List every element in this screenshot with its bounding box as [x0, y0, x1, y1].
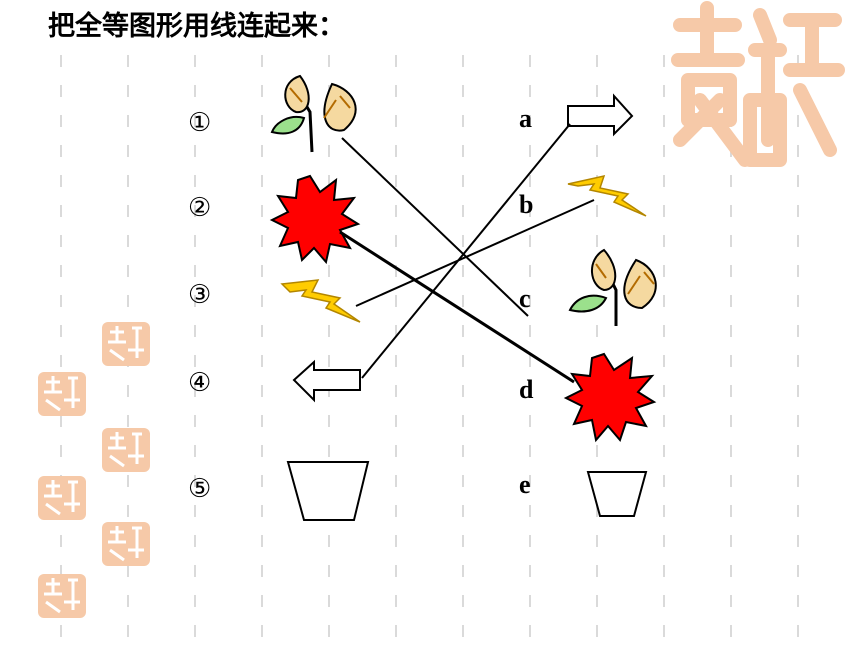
- connection-line-3-b: [355, 199, 595, 307]
- left-label-5: ⑤: [188, 474, 212, 504]
- left-arrow-icon: [292, 359, 361, 403]
- leaf-icon-left: [270, 74, 357, 153]
- right-label-c: c: [519, 284, 531, 313]
- left-label-1: ①: [188, 108, 212, 138]
- left-label-4: ④: [188, 368, 212, 398]
- left-label-2: ②: [188, 193, 212, 223]
- seal-icon-6: [38, 574, 86, 618]
- right-label-b: b: [519, 190, 534, 219]
- connection-line-1-c: [341, 137, 529, 317]
- right-label-e: e: [519, 470, 531, 499]
- trapezoid-cup-icon-right: [586, 471, 648, 517]
- seal-icon-1: [102, 322, 150, 366]
- seal-icon-4: [38, 476, 86, 520]
- connection-line-4-a: [361, 123, 571, 379]
- lightning-icon-left: [280, 279, 361, 323]
- right-label-a: a: [519, 104, 532, 133]
- seal-watermark-large: [671, 1, 845, 167]
- page-title: 把全等图形用线连起来：: [48, 11, 345, 42]
- connection-line-2-d: [339, 230, 575, 384]
- starburst-icon-right: [563, 352, 657, 443]
- seal-icon-3: [102, 428, 150, 472]
- seal-icon-5: [102, 522, 150, 566]
- seal-icon-2: [38, 372, 86, 416]
- right-arrow-icon: [567, 93, 634, 137]
- trapezoid-cup-icon-left: [286, 461, 370, 521]
- left-label-3: ③: [188, 280, 212, 310]
- lightning-icon-right: [567, 174, 647, 217]
- starburst-icon-left: [269, 174, 361, 265]
- right-label-d: d: [519, 375, 534, 404]
- leaf-icon-right: [568, 248, 657, 326]
